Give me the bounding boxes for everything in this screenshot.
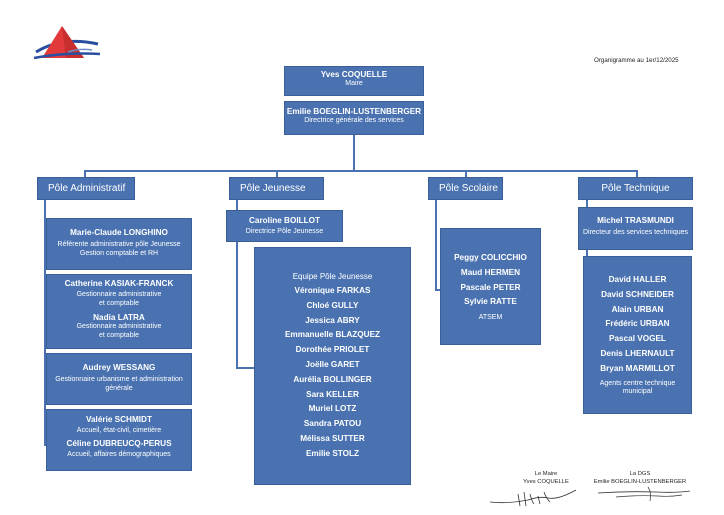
- signature-dgs-title: La DGS: [629, 471, 651, 477]
- technique-member: Bryan MARMILLOT: [600, 363, 675, 373]
- signature-maire-title: Le Maire: [534, 471, 558, 477]
- admin-wessang-box: Audrey WESSANG Gestionnaire urbanisme et…: [46, 353, 192, 405]
- boillot-role: Directrice Pôle Jeunesse: [245, 228, 324, 236]
- jeunesse-member: Dorothée PRIOLET: [295, 345, 370, 355]
- pole-technique-header: Pôle Technique: [578, 177, 693, 200]
- connector-admin: [84, 170, 86, 178]
- jeunesse-team-title: Equipe Pôle Jeunesse: [292, 272, 373, 281]
- longhino-line2: Gestion comptable et RH: [79, 250, 159, 257]
- technique-member: Denis LHERNAULT: [600, 348, 675, 358]
- signature-dgs-label: La DGS Emilie BOEGLIN-LUSTENBERGER: [590, 471, 690, 486]
- technique-member: David HALLER: [608, 275, 667, 284]
- signature-maire-handwriting: [488, 482, 580, 510]
- kasiak-line1: Gestionnaire administrative: [76, 291, 162, 299]
- connector-jeunesse: [276, 170, 278, 178]
- admin-side-line: [44, 200, 46, 446]
- trasmundi-name: Michel TRASMUNDI: [597, 216, 674, 225]
- org-chart-date: Organigramme au 1er/12/2025: [594, 57, 679, 64]
- longhino-line1: Référente administrative pôle Jeunesse: [57, 241, 181, 249]
- jeunesse-member: Emmanuelle BLAZQUEZ: [284, 330, 381, 340]
- technique-team-box: David HALLER David SCHNEIDER Alain URBAN…: [583, 256, 692, 414]
- dubreucq-name: Céline DUBREUCQ-PERUS: [66, 439, 172, 448]
- technique-lead-box: Michel TRASMUNDI Directeur des services …: [578, 207, 693, 250]
- technique-member: David SCHNEIDER: [601, 289, 674, 299]
- jeunesse-member: Chloé GULLY: [306, 300, 359, 310]
- connector-technique: [636, 170, 638, 178]
- scolaire-member: Pascale PETER: [460, 282, 521, 292]
- trasmundi-role: Directeur des services techniques: [582, 229, 689, 237]
- latra-line1: Gestionnaire administrative: [76, 323, 162, 330]
- admin-longhino-box: Marie-Claude LONGHINO Référente administ…: [46, 218, 192, 270]
- jeunesse-member: Mélissa SUTTER: [300, 433, 365, 443]
- jeunesse-lead-box: Caroline BOILLOT Directrice Pôle Jeuness…: [226, 210, 343, 242]
- scolaire-side-branch: [435, 289, 441, 291]
- schmidt-name: Valérie SCHMIDT: [86, 415, 152, 424]
- admin-schmidt-dubreucq-box: Valérie SCHMIDT Accueil, état-civil, cim…: [46, 409, 192, 471]
- connector-horizontal: [84, 170, 636, 172]
- dgs-box: Emilie BOEGLIN-LUSTENBERGER Directrice g…: [284, 101, 424, 135]
- technique-member: Frédéric URBAN: [605, 319, 670, 329]
- boillot-name: Caroline BOILLOT: [249, 216, 320, 225]
- schmidt-line1: Accueil, état-civil, cimetière: [76, 427, 162, 435]
- maire-box: Yves COQUELLE Maire: [284, 66, 424, 96]
- jeunesse-team-box: Equipe Pôle Jeunesse Véronique FARKAS Ch…: [254, 247, 411, 485]
- scolaire-member: Maud HERMEN: [460, 267, 521, 277]
- jeunesse-member: Sara KELLER: [306, 389, 359, 399]
- latra-line2: et comptable: [98, 331, 140, 339]
- scolaire-role: ATSEM: [478, 314, 503, 322]
- dgs-name: Emilie BOEGLIN-LUSTENBERGER: [286, 107, 422, 116]
- signature-dgs-name: Emilie BOEGLIN-LUSTENBERGER: [593, 478, 687, 485]
- scolaire-side-line: [435, 200, 437, 290]
- jeunesse-member: Muriel LOTZ: [308, 404, 357, 414]
- jeunesse-member: Aurélia BOLLINGER: [293, 374, 372, 384]
- jeunesse-member: Joëlle GARET: [305, 359, 360, 369]
- jeunesse-member: Emilie STOLZ: [305, 448, 360, 458]
- scolaire-team-box: Peggy COLICCHIO Maud HERMEN Pascale PETE…: [440, 228, 541, 345]
- wessang-line1: Gestionnaire urbanisme et administration: [55, 376, 183, 384]
- scolaire-member: Peggy COLICCHIO: [454, 253, 527, 262]
- signature-maire-name: Yves COQUELLE: [523, 478, 569, 485]
- technique-role-line1: Agents centre technique: [599, 379, 676, 387]
- wessang-name: Audrey WESSANG: [82, 363, 156, 372]
- signature-dgs-handwriting: [596, 483, 692, 505]
- dubreucq-line1: Accueil, affaires démographiques: [67, 451, 171, 459]
- connector-scolaire: [465, 170, 467, 178]
- jeunesse-member: Sandra PATOU: [303, 419, 362, 429]
- maire-role: Maire: [345, 80, 363, 88]
- longhino-name: Marie-Claude LONGHINO: [70, 228, 168, 237]
- scolaire-member: Sylvie RATTE: [464, 297, 517, 307]
- jeunesse-member: Véronique FARKAS: [294, 286, 371, 295]
- wessang-line2: générale: [105, 385, 133, 392]
- pole-jeunesse-header: Pôle Jeunesse: [229, 177, 324, 200]
- kasiak-line2: et comptable: [98, 300, 140, 307]
- jeunesse-member: Jessica ABRY: [305, 315, 360, 325]
- latra-name: Nadia LATRA: [93, 312, 145, 322]
- jeunesse-side-branch: [236, 367, 254, 369]
- pole-scolaire-header: Pôle Scolaire: [428, 177, 503, 200]
- dgs-role: Directrice générale des services: [304, 117, 404, 125]
- signature-maire-label: Le Maire Yves COQUELLE: [516, 471, 576, 486]
- technique-member: Pascal VOGEL: [609, 334, 666, 344]
- kasiak-name: Catherine KASIAK-FRANCK: [64, 279, 174, 288]
- technique-role-line2: municipal: [622, 388, 653, 396]
- town-logo: [32, 22, 102, 64]
- connector-main-vertical: [353, 135, 355, 171]
- technique-member: Alain URBAN: [611, 304, 664, 314]
- admin-kasiak-latra-box: Catherine KASIAK-FRANCK Gestionnaire adm…: [46, 274, 192, 349]
- maire-name: Yves COQUELLE: [320, 70, 388, 79]
- pole-administratif-header: Pôle Administratif: [37, 177, 135, 200]
- jeunesse-side-line: [236, 200, 238, 368]
